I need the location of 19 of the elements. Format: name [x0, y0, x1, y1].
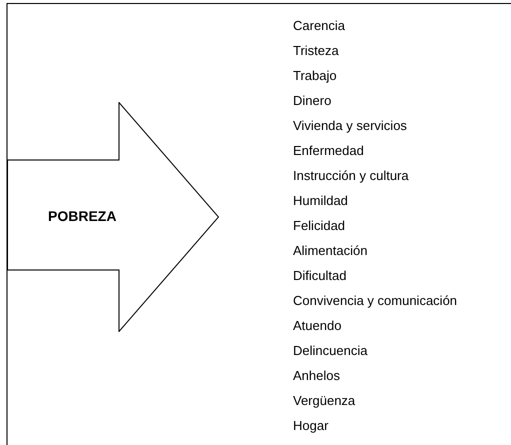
list-item: Dinero — [293, 93, 332, 109]
list-item: Dificultad — [293, 268, 346, 284]
list-item: Carencia — [293, 18, 346, 34]
arrow-label: POBREZA — [48, 208, 116, 224]
list-item: Tristeza — [293, 43, 339, 59]
block-arrow — [7, 102, 219, 332]
list-item: Vivienda y servicios — [293, 118, 407, 134]
list-item: Trabajo — [293, 68, 337, 84]
list-item: Convivencia y comunicación — [293, 293, 458, 309]
list-item: Delincuencia — [293, 343, 368, 359]
list-item: Alimentación — [293, 243, 368, 259]
list-item: Instrucción y cultura — [293, 168, 409, 184]
list-item: Humildad — [293, 193, 348, 209]
list-item: Felicidad — [293, 218, 346, 234]
list-item: Atuendo — [293, 318, 342, 334]
list-item: Enfermedad — [293, 143, 364, 159]
list-item: Vergüenza — [293, 393, 356, 409]
list-item: Hogar — [293, 418, 328, 434]
list-item: Anhelos — [293, 368, 340, 384]
